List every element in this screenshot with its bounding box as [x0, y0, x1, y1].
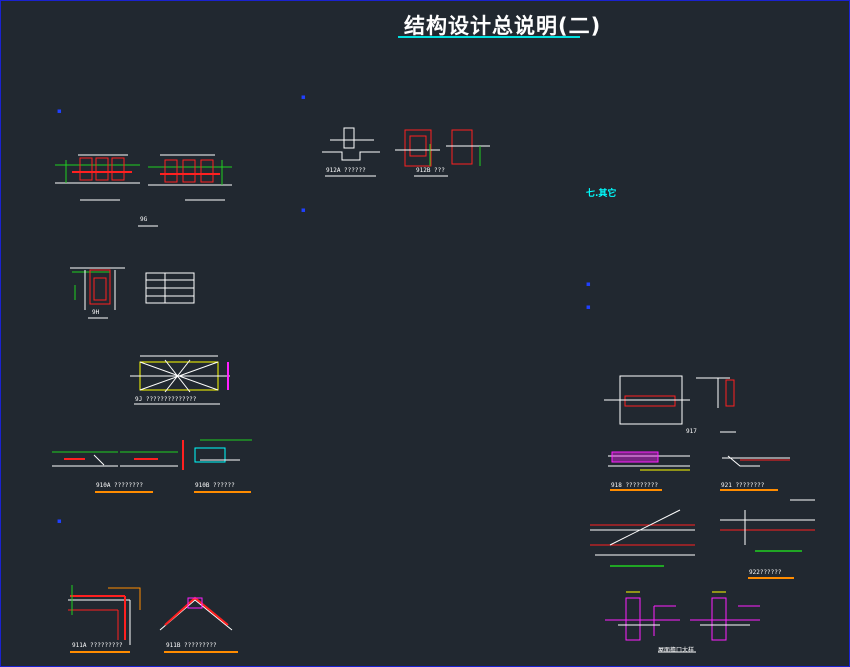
caption-9h: 9H [92, 309, 100, 316]
detail-22 [590, 499, 815, 579]
drawing-title: 结构设计总说明(二) [404, 14, 602, 38]
section-marker: ▪ [57, 517, 62, 525]
caption-9j: 9J ?????????????? [135, 396, 197, 403]
detail-17 [604, 375, 736, 433]
caption-11b: 911B ????????? [166, 642, 217, 649]
section-marker: ▪ [301, 93, 306, 101]
title-underline [398, 36, 580, 38]
section-marker: ▪ [57, 107, 62, 115]
caption-18: 918 ????????? [611, 482, 658, 489]
section-heading-others: 七.其它 [586, 189, 617, 199]
detail-18-21 [608, 451, 790, 491]
caption-21: 921 ???????? [721, 482, 765, 489]
detail-11 [68, 585, 238, 653]
caption-10b: 910B ?????? [195, 482, 235, 489]
detail-eave [605, 591, 760, 653]
caption-eave: 屋面檐口大样 [658, 647, 695, 654]
caption-12a: 912A ?????? [326, 167, 366, 174]
section-marker: ▪ [301, 206, 306, 214]
section-marker: ▪ [586, 280, 591, 288]
caption-12b: 912B ??? [416, 167, 445, 174]
caption-17: 917 [686, 428, 697, 435]
detail-10 [52, 439, 252, 493]
detail-9j [130, 355, 230, 405]
caption-22: 922?????? [749, 569, 782, 576]
detail-9g [55, 154, 232, 227]
caption-10a: 910A ???????? [96, 482, 143, 489]
caption-9g: 9G [140, 216, 148, 223]
section-marker: ▪ [586, 303, 591, 311]
detail-12 [322, 127, 490, 177]
caption-11a: 911A ????????? [72, 642, 123, 649]
detail-9h [70, 267, 195, 319]
